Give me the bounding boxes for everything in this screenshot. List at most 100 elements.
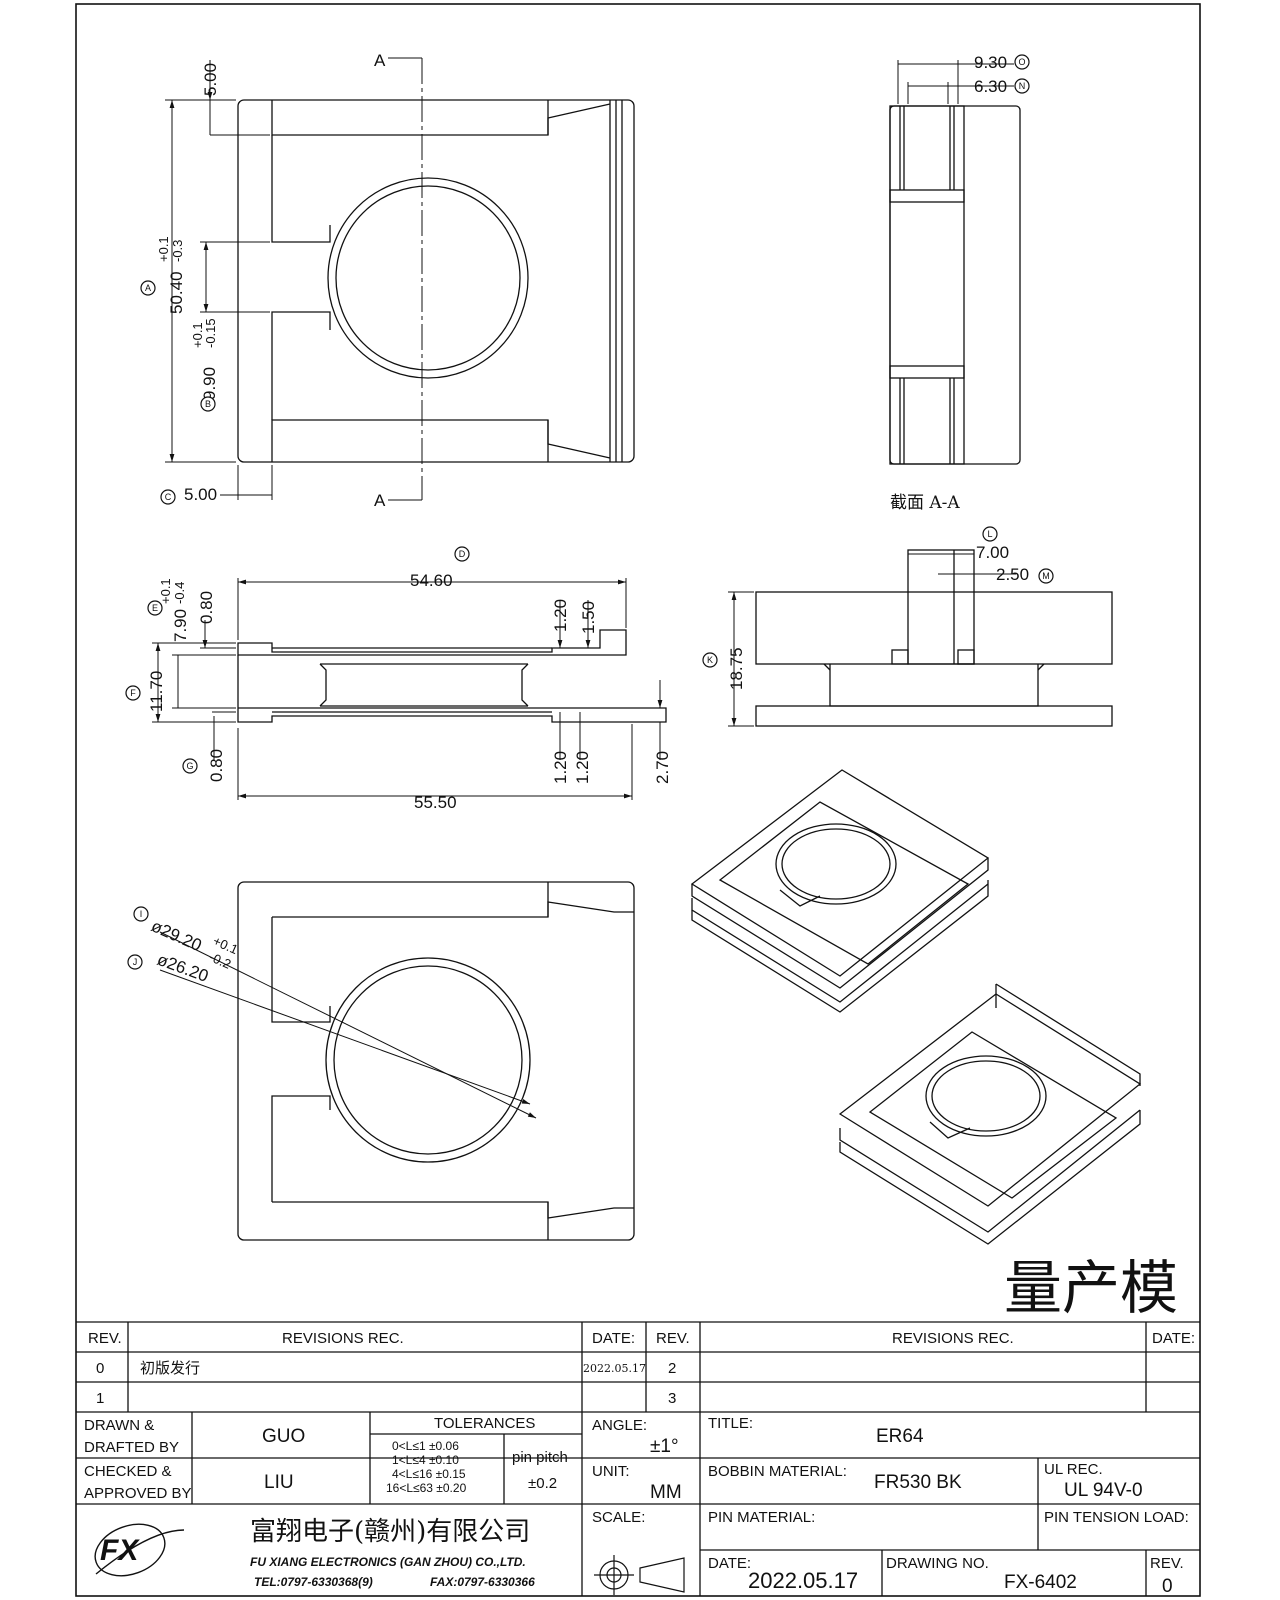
dim-a-tol-minus: -0.3 bbox=[170, 240, 185, 262]
production-stamp: 量产模 bbox=[1004, 1254, 1178, 1322]
ul-label: UL REC. bbox=[1044, 1461, 1103, 1478]
rev-header: REV. bbox=[88, 1330, 122, 1347]
rev-row-1: 1 bbox=[96, 1390, 104, 1407]
date-header-2: DATE: bbox=[1152, 1330, 1195, 1347]
rev-header-2: REV. bbox=[656, 1330, 690, 1347]
date-header: DATE: bbox=[592, 1330, 635, 1347]
drawn-label-1: DRAWN & bbox=[84, 1417, 154, 1434]
rev-label: REV. bbox=[1150, 1555, 1184, 1572]
ul-value: UL 94V-0 bbox=[1064, 1480, 1143, 1501]
unit-value: MM bbox=[650, 1482, 682, 1503]
title-value: ER64 bbox=[876, 1426, 924, 1447]
rec-header-2: REVISIONS REC. bbox=[892, 1330, 1014, 1347]
front-view bbox=[237, 629, 667, 723]
pin-material-label: PIN MATERIAL: bbox=[708, 1509, 815, 1526]
marker-l: L bbox=[987, 529, 992, 539]
dim-b: 9.90 bbox=[200, 367, 219, 400]
rev-row-0: 0 bbox=[96, 1360, 104, 1377]
section-view bbox=[889, 105, 1021, 465]
dim-e-tol-minus: -0.4 bbox=[172, 582, 187, 604]
marker-n: N bbox=[1019, 81, 1026, 91]
tolerance-2: 1<L≤4 ±0.10 bbox=[392, 1453, 459, 1467]
dim-r1: 1.20 bbox=[551, 599, 570, 632]
tolerance-1: 0<L≤1 ±0.06 bbox=[392, 1439, 459, 1453]
marker-i: I bbox=[140, 909, 143, 919]
iso-view-1 bbox=[690, 769, 990, 1013]
bobbin-value: FR530 BK bbox=[874, 1472, 962, 1493]
bottom-view bbox=[237, 881, 635, 1241]
dim-top-gap: 5.00 bbox=[201, 63, 220, 96]
section-mark-bottom: A bbox=[374, 491, 386, 510]
rev-value: 0 bbox=[1162, 1576, 1173, 1597]
rec-header: REVISIONS REC. bbox=[282, 1330, 404, 1347]
rev2-row-1: 3 bbox=[668, 1390, 676, 1407]
dim-o: 9.30 bbox=[974, 53, 1007, 72]
markers bbox=[125, 54, 1054, 970]
dim-a: 50.40 bbox=[167, 271, 186, 314]
dim-m: 2.50 bbox=[996, 565, 1029, 584]
rec-row-0: 初版发行 bbox=[140, 1359, 200, 1377]
angle-label: ANGLE: bbox=[592, 1417, 647, 1434]
marker-e: E bbox=[152, 603, 158, 613]
dim-g: 0.80 bbox=[207, 749, 226, 782]
company-tel: TEL:0797-6330368(9) bbox=[254, 1575, 373, 1589]
top-view bbox=[237, 99, 635, 463]
marker-d: D bbox=[459, 549, 466, 559]
projection-symbol bbox=[594, 1555, 685, 1595]
marker-g: G bbox=[186, 761, 193, 771]
marker-j: J bbox=[133, 957, 138, 967]
dim-e-tol-plus: +0.1 bbox=[158, 578, 173, 604]
angle-value: ±1° bbox=[650, 1436, 679, 1457]
date-row-0: 2022.05.17 bbox=[583, 1362, 646, 1375]
tolerance-4: 16<L≤63 ±0.20 bbox=[386, 1481, 467, 1495]
iso-view-2 bbox=[838, 983, 1142, 1245]
company-cn: 富翔电子(赣州)有限公司 bbox=[250, 1517, 530, 1547]
tolerances-title: TOLERANCES bbox=[434, 1415, 535, 1432]
marker-f: F bbox=[130, 688, 136, 698]
marker-m: M bbox=[1042, 571, 1050, 581]
dim-r5: 2.70 bbox=[653, 751, 672, 784]
checked-label-2: APPROVED BY bbox=[84, 1485, 192, 1502]
dim-e2: 0.80 bbox=[197, 591, 216, 624]
drawn-label-2: DRAFTED BY bbox=[84, 1439, 179, 1456]
company-logo bbox=[94, 1523, 185, 1577]
title-label: TITLE: bbox=[708, 1415, 753, 1432]
section-title: 截面 A-A bbox=[890, 493, 960, 513]
pin-pitch-label: pin pitch bbox=[512, 1449, 568, 1466]
dim-d: 54.60 bbox=[410, 571, 453, 590]
dim-h: 55.50 bbox=[414, 793, 457, 812]
dim-c: 5.00 bbox=[184, 485, 217, 504]
dim-i: ø29.20 bbox=[148, 916, 204, 955]
rev2-row-0: 2 bbox=[668, 1360, 676, 1377]
dim-b-tol-minus: -0.15 bbox=[203, 318, 218, 348]
marker-a: A bbox=[145, 283, 151, 293]
dim-j: ø26.20 bbox=[155, 950, 211, 986]
dim-r4: 1.20 bbox=[573, 751, 592, 784]
logo-text: FX bbox=[100, 1534, 140, 1567]
side-view bbox=[755, 549, 1113, 727]
drawing-no-value: FX-6402 bbox=[1004, 1572, 1077, 1593]
pin-pitch-value: ±0.2 bbox=[528, 1475, 557, 1492]
scale-label: SCALE: bbox=[592, 1509, 645, 1526]
drawing-no-label: DRAWING NO. bbox=[886, 1555, 989, 1572]
marker-k: K bbox=[707, 655, 713, 665]
dim-f: 11.70 bbox=[147, 671, 166, 712]
dim-b-tol-plus: +0.1 bbox=[190, 322, 205, 348]
title-block-grid bbox=[76, 1321, 1200, 1596]
dim-r3: 1.20 bbox=[551, 751, 570, 784]
tolerance-3: 4<L≤16 ±0.15 bbox=[392, 1467, 466, 1481]
dim-l: 7.00 bbox=[976, 543, 1009, 562]
drawn-by: GUO bbox=[262, 1426, 305, 1447]
unit-label: UNIT: bbox=[592, 1463, 630, 1480]
bobbin-label: BOBBIN MATERIAL: bbox=[708, 1463, 847, 1480]
dim-a-tol-plus: +0.1 bbox=[156, 236, 171, 262]
dim-k: 18.75 bbox=[727, 647, 746, 690]
pin-tension-label: PIN TENSION LOAD: bbox=[1044, 1509, 1189, 1526]
sheet-border bbox=[75, 3, 1201, 1597]
company-en: FU XIANG ELECTRONICS (GAN ZHOU) CO.,LTD. bbox=[250, 1555, 526, 1569]
dim-e: 7.90 bbox=[171, 609, 190, 642]
dim-n: 6.30 bbox=[974, 77, 1007, 96]
marker-b: B bbox=[205, 399, 211, 409]
marker-c: C bbox=[165, 492, 172, 502]
